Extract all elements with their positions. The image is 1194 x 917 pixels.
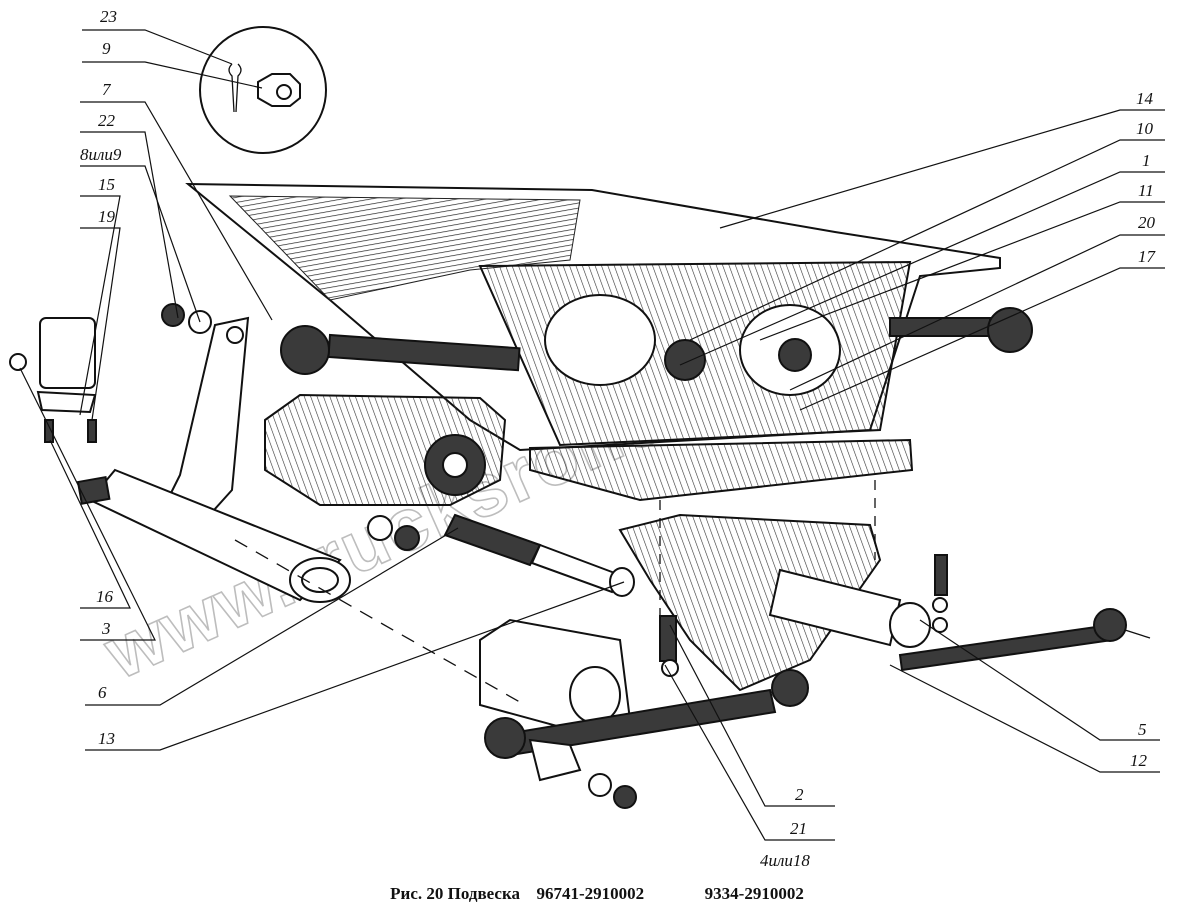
label-14: 14	[1136, 89, 1154, 108]
label-22: 22	[98, 111, 116, 130]
caption-code-2: 9334-2910002	[704, 884, 804, 903]
spring-seat-lower	[618, 513, 931, 692]
callout-labels: 23 9 7 22 8или9 15 19 16 3 6 13 14 10 1 …	[80, 7, 1157, 870]
label-12: 12	[1130, 751, 1148, 770]
lower-rod-cushion	[479, 618, 809, 809]
label-23: 23	[100, 7, 117, 26]
label-15: 15	[98, 175, 115, 194]
label-13: 13	[98, 729, 115, 748]
label-2: 2	[795, 785, 804, 804]
caption-title: Рис. 20 Подвеска	[390, 884, 520, 903]
spring-seat-upper	[264, 393, 507, 506]
label-21: 21	[790, 819, 807, 838]
studs-lower	[659, 554, 948, 677]
label-7: 7	[102, 80, 112, 99]
detail-circle-cotter-nut	[199, 26, 327, 154]
frame-bracket-housing	[185, 182, 1001, 502]
nuts-washers-middle	[367, 515, 420, 551]
label-1: 1	[1142, 151, 1151, 170]
label-19: 19	[98, 207, 116, 226]
figure-caption: Рис. 20 Подвеска 96741-2910002 9334-2910…	[0, 884, 1194, 904]
vertical-bracket	[163, 316, 250, 522]
label-16: 16	[96, 587, 114, 606]
axle-tube	[443, 513, 635, 597]
label-9: 9	[102, 39, 111, 58]
label-11: 11	[1138, 181, 1154, 200]
label-3: 3	[101, 619, 111, 638]
rod-right	[898, 608, 1151, 672]
label-5: 5	[1138, 720, 1147, 739]
label-4-or-18: 4или18	[760, 851, 810, 870]
cap-assembly-left	[9, 317, 111, 505]
label-8-or-9: 8или9	[80, 145, 122, 164]
label-6: 6	[98, 683, 107, 702]
leader-lines	[19, 29, 1165, 841]
caption-code-1: 96741-2910002	[536, 884, 645, 903]
trunnion-tube-left	[88, 468, 351, 603]
upper-shaft-left	[161, 303, 521, 375]
label-10: 10	[1136, 119, 1154, 138]
label-20: 20	[1138, 213, 1156, 232]
upper-stud-right	[889, 307, 1033, 353]
label-17: 17	[1138, 247, 1157, 266]
